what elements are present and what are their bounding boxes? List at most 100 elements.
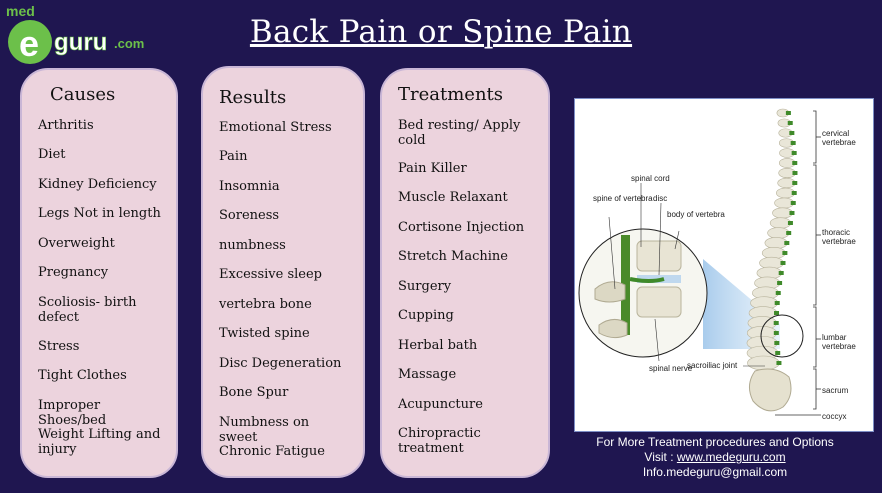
spinal-nerve-root [776,361,782,365]
cause-item: Legs Not in length [38,206,161,221]
result-item: Insomnia [219,179,280,194]
cause-item: Overweight [38,236,115,251]
cause-item: Improper Shoes/bed [38,398,107,428]
spinal-nerve-root [777,281,783,285]
vertebra [747,355,780,371]
spinal-nerve-root [789,131,795,135]
vertebra [761,247,786,259]
cause-item: Kidney Deficiency [38,177,157,192]
treatment-item: Pain Killer [398,161,467,176]
spinal-nerve-root [785,111,791,115]
footer-visit-prefix: Visit : [644,450,677,464]
vertebra [769,217,792,229]
sacrum-bone [749,368,792,412]
result-item: Pain [219,149,248,164]
result-item: Emotional Stress [219,120,332,135]
page-title: Back Pain or Spine Pain [249,14,633,50]
causes-heading: Causes [50,84,116,105]
cause-item: Weight Lifting and injury [38,427,161,457]
result-item: vertebra bone [219,297,312,312]
spinal-nerve-root [791,151,797,155]
spinal-nerve-root [786,231,792,235]
spinal-nerve-root [773,321,779,325]
spinal-nerve-root [792,181,798,185]
spinal-nerve-root [791,191,797,195]
result-item: Disc Degeneration [219,356,342,371]
result-item: Twisted spine [219,326,310,341]
logo-med: med [6,3,35,19]
spinal-nerve-root [782,251,788,255]
spinal-nerve-root [784,241,790,245]
spinal-nerve-root [789,211,795,215]
result-item: Bone Spur [219,385,289,400]
label-sacroiliac-joint: sacroiliac joint [687,361,738,370]
spinal-nerve-root [775,351,781,355]
spinal-nerve-root [780,261,786,265]
spinal-nerve-root [774,301,780,305]
medeguru-logo[interactable]: med e guru .com [4,2,154,68]
spine-column [746,108,798,412]
cause-item: Pregnancy [38,265,109,280]
region-brackets [775,110,821,416]
footer-visit: Visit : www.medeguru.com [574,450,856,465]
spinal-nerve-root [775,291,781,295]
results-card: Results Emotional Stress Pain Insomnia S… [201,66,365,478]
treatment-item: Muscle Relaxant [398,190,508,205]
logo-com: .com [114,36,144,51]
lumbar-highlight-circle [760,314,804,358]
label-spinal-nerve: spinal nerve [649,364,693,373]
vertebra-closeup [594,235,682,339]
spinal-nerve-root [787,121,793,125]
treatment-item: Surgery [398,279,452,294]
label-coccyx: coccyx [822,412,846,421]
label-body-of-vertebra: body of vertebra [667,210,725,219]
causes-card: Causes Arthritis Diet Kidney Deficiency … [20,68,178,478]
cause-item: Tight Clothes [38,368,127,383]
result-item: Excessive sleep [219,267,323,282]
result-item: Chronic Fatigue [219,444,325,459]
spinal-nerve-root [792,171,798,175]
cause-item: Stress [38,339,80,354]
cause-item: Scoliosis- birth defect [38,295,137,325]
footer-line1: For More Treatment procedures and Option… [596,435,834,449]
spinal-nerve-root [790,201,796,205]
spinal-nerve-root [774,311,780,315]
spinal-nerve-root [792,161,798,165]
label-disc: disc [653,194,667,203]
treatment-item: Stretch Machine [398,249,508,264]
leader-lines [608,183,765,367]
spinal-nerve-root [773,331,779,335]
logo-guru: guru [54,29,107,56]
vertebra [767,227,790,239]
logo-e: e [19,23,39,64]
result-item: numbness [219,238,286,253]
spinal-nerve-root [778,271,784,275]
footer-email[interactable]: Info.medeguru@gmail.com [642,465,788,479]
treatment-item: Bed resting/ Apply cold [398,118,521,148]
result-item: Soreness [219,208,280,223]
treatment-item: Massage [398,367,457,382]
spinal-nerve-root [787,221,793,225]
vertebra [764,237,788,249]
footer-website-link[interactable]: www.medeguru.com [676,450,786,464]
spinal-nerve-root [774,341,780,345]
results-heading: Results [219,87,287,108]
treatment-item: Acupuncture [398,397,483,412]
logo-circle [8,20,52,64]
label-spinal-cord: spinal cord [631,174,670,183]
label-spine-of-vertebra: spine of vertebra [593,194,653,203]
treatments-card: Treatments Bed resting/ Apply cold Pain … [380,68,550,478]
label-sacrum: sacrum [822,386,849,395]
spinal-nerve-root [790,141,796,145]
treatment-item: Herbal bath [398,338,478,353]
treatment-item: Cupping [398,308,454,323]
cause-item: Diet [38,147,66,162]
cause-item: Arthritis [38,118,94,133]
treatments-heading: Treatments [398,84,504,105]
result-item: Numbness on sweet [219,415,310,445]
